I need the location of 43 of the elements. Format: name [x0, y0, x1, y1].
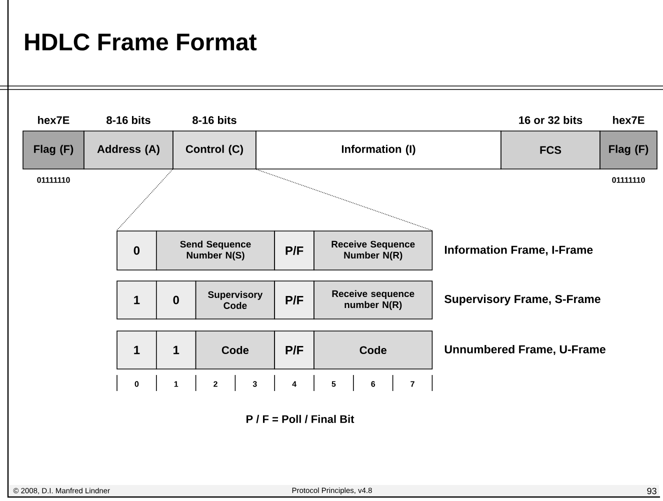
- bit-field-box: Receive sequence number N(R): [314, 280, 433, 320]
- field-box: Control (C): [172, 130, 256, 170]
- zoom-line: [116, 169, 173, 231]
- zoom-line: [256, 169, 433, 231]
- legend-note: P / F = Poll / Final Bit: [246, 414, 354, 424]
- bit-field-box: 0: [116, 230, 157, 270]
- bit-number: 4: [292, 381, 296, 387]
- page-number: 93: [647, 488, 656, 494]
- bit-number: 7: [410, 381, 414, 387]
- bit-field-box: P/F: [274, 330, 314, 370]
- bit-field-box: Code: [314, 330, 433, 370]
- field-size-label: 8-16 bits: [106, 116, 150, 124]
- frame-type-label: Unnumbered Frame, U-Frame: [444, 344, 606, 356]
- field-box: Address (A): [84, 130, 174, 170]
- bit-number: 1: [174, 381, 178, 387]
- field-size-label: 16 or 32 bits: [519, 116, 582, 124]
- field-size-label: 8-16 bits: [192, 116, 236, 124]
- frame-type-label: Information Frame, I-Frame: [444, 245, 593, 256]
- bit-number: 6: [371, 381, 376, 387]
- field-box: Flag (F): [600, 130, 658, 170]
- bit-number: 2: [214, 381, 218, 387]
- bit-pattern-label: 01111110: [37, 177, 70, 183]
- bit-field-box: P/F: [274, 230, 314, 270]
- frame-type-label: Supervisory Frame, S-Frame: [444, 294, 600, 306]
- field-box: Flag (F): [22, 130, 84, 170]
- field-size-label: hex7E: [38, 116, 70, 124]
- bit-field-box: 1: [116, 280, 157, 320]
- bit-field-box: P/F: [274, 280, 314, 320]
- bit-field-box: 1: [116, 330, 157, 370]
- bit-number: 3: [252, 381, 257, 387]
- bit-field-box: 1: [156, 330, 196, 370]
- bit-number: 0: [134, 381, 139, 387]
- bit-field-box: Receive Sequence Number N(R): [314, 230, 433, 270]
- field-box: FCS: [500, 130, 600, 170]
- field-size-label: hex7E: [613, 116, 644, 124]
- bit-field-box: Supervisory Code: [195, 280, 275, 320]
- bit-field-box: Code: [195, 330, 275, 370]
- field-box: Information (I): [256, 130, 502, 170]
- bit-pattern-label: 01111110: [612, 177, 645, 183]
- bit-number: 5: [332, 381, 336, 387]
- slide-title: HDLC Frame Format: [25, 34, 257, 50]
- bit-field-box: Send Sequence Number N(S): [156, 230, 275, 270]
- bit-field-box: 0: [156, 280, 196, 320]
